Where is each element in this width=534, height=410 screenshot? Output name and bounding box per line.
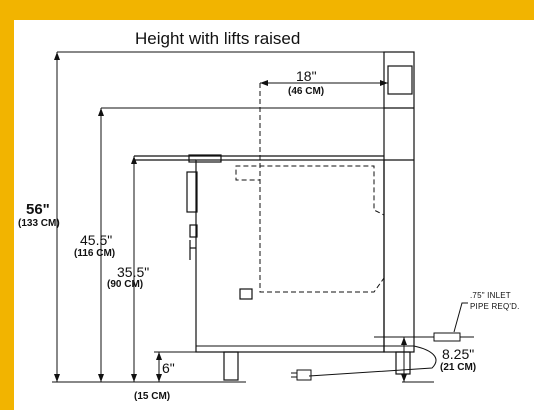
lift-motor-box (387, 65, 413, 95)
front-panel-knob (189, 224, 198, 238)
front-leg (223, 351, 239, 381)
deck-height-label: 35.5" (117, 264, 150, 280)
leg-height-label: 6" (162, 360, 175, 376)
diagram-frame: Height with lifts raised (14, 20, 534, 410)
total-height-label: 56" (26, 201, 50, 218)
front-panel-upper (186, 171, 198, 213)
inlet-height-label: 8.25" (442, 346, 475, 362)
inlet-note-line1: .75" INLET (470, 291, 511, 300)
depth-metric: (46 CM) (288, 86, 325, 97)
back-cabinet (383, 51, 415, 353)
fry-pot-outline (235, 83, 385, 293)
diagram-title: Height with lifts raised (135, 29, 301, 48)
top-height-metric: (116 CM) (74, 248, 116, 259)
fryer-side-view-drawing (52, 51, 474, 383)
inlet-height-metric: (21 CM) (440, 362, 477, 373)
fryer-body (195, 159, 385, 353)
total-height-metric: (133 CM) (18, 218, 60, 229)
leg-height-metric: (15 CM) (134, 391, 171, 402)
depth-label: 18" (296, 68, 317, 84)
deck-height-metric: (90 CM) (107, 279, 144, 290)
top-height-label: 45.5" (80, 232, 113, 248)
inlet-note-line2: PIPE REQ'D. (470, 302, 520, 311)
drain-valve (239, 288, 253, 300)
basket-handle (188, 154, 222, 163)
